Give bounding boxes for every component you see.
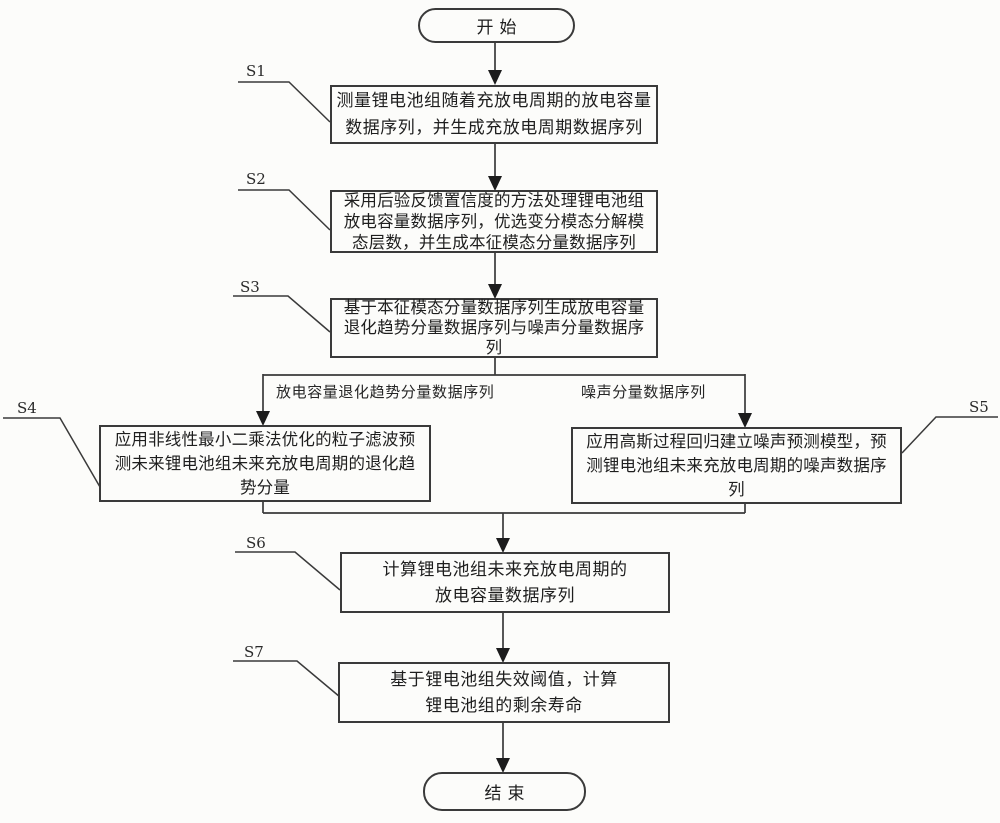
step-s2-box: 采用后验反馈置信度的方法处理锂电池组 放电容量数据序列，优选变分模态分解模 态层… [330,190,658,253]
step-s3-box: 基于本征模态分量数据序列生成放电容量 退化趋势分量数据序列与噪声分量数据序 列 [330,298,658,358]
step-s2-text-line: 采用后验反馈置信度的方法处理锂电池组 [343,191,645,210]
start-label: 开始 [476,18,523,38]
step-s5-text-line: 列 [728,479,745,499]
step-s1-box: 测量锂电池组随着充放电周期的放电容量 数据序列，并生成充放电周期数据序列 [330,85,658,144]
arrowhead-s2 [488,176,502,191]
arrowheads [256,70,752,773]
step-s6-text-line: 计算锂电池组未来充放电周期的 [382,559,628,580]
step-s6-box: 计算锂电池组未来充放电周期的 放电容量数据序列 [340,552,670,613]
step-s4-box: 应用非线性最小二乘法优化的粒子滤波预 测未来锂电池组未来充放电周期的退化趋 势分… [99,425,431,502]
step-s1-text-line: 数据序列，并生成充放电周期数据序列 [345,117,643,138]
step-s5-text-line: 测锂电池组未来充放电周期的噪声数据序 [586,455,887,475]
step-s2-id-label: S2 [246,170,266,188]
arrowhead-s6 [496,538,510,553]
step-s1-text-line: 测量锂电池组随着充放电周期的放电容量 [336,90,652,111]
callout-s1 [238,81,331,123]
step-s3-text-line: 退化趋势分量数据序列与噪声分量数据序 [343,318,645,337]
arrowhead-end [496,758,510,773]
step-s2-text-line: 态层数，并生成本征模态分量数据序列 [352,233,636,252]
end-label: 结束 [484,784,531,804]
step-s3-text-line: 基于本征模态分量数据序列生成放电容量 [343,298,645,317]
step-s7-text-line: 基于锂电池组失效阈值，计算 [390,669,618,690]
step-callout-lines [3,81,998,698]
branch-label-degradation-trend: 放电容量退化趋势分量数据序列 [276,383,495,401]
branch-label-noise: 噪声分量数据序列 [581,383,706,401]
step-s6-id-label: S6 [246,534,266,552]
step-s4-text-line: 势分量 [239,477,291,497]
end-terminal: 结束 [423,772,586,811]
flow-lines [262,43,746,760]
step-s5-id-label: S5 [969,398,989,416]
step-s4-id-label: S4 [17,399,37,417]
step-s6-text-line: 放电容量数据序列 [435,585,575,606]
callout-s4 [3,417,101,488]
arrowhead-s7 [496,648,510,663]
step-s5-box: 应用高斯过程回归建立噪声预测模型，预 测锂电池组未来充放电周期的噪声数据序 列 [571,427,902,504]
step-s5-text-line: 应用高斯过程回归建立噪声预测模型，预 [586,431,887,451]
callout-s7 [233,660,341,698]
callout-s2 [238,189,331,231]
arrowhead-s3 [488,284,502,299]
step-s2-text-line: 放电容量数据序列，优选变分模态分解模 [343,212,645,231]
arrowhead-s4 [256,411,270,426]
callout-s5 [901,416,998,454]
callout-s3 [233,295,331,333]
step-s4-text-line: 应用非线性最小二乘法优化的粒子滤波预 [114,429,416,449]
step-s4-text-line: 测未来锂电池组未来充放电周期的退化趋 [114,453,416,473]
step-s3-id-label: S3 [240,278,260,296]
step-s7-id-label: S7 [244,643,264,661]
step-s1-id-label: S1 [246,62,266,80]
callout-s6 [235,551,341,591]
start-terminal: 开始 [418,8,575,43]
step-s7-text-line: 锂电池组的剩余寿命 [425,695,583,716]
step-s3-text-line: 列 [485,338,503,357]
step-s7-box: 基于锂电池组失效阈值，计算 锂电池组的剩余寿命 [338,662,670,723]
arrowhead-s1 [488,70,502,85]
arrowhead-s5 [738,413,752,428]
